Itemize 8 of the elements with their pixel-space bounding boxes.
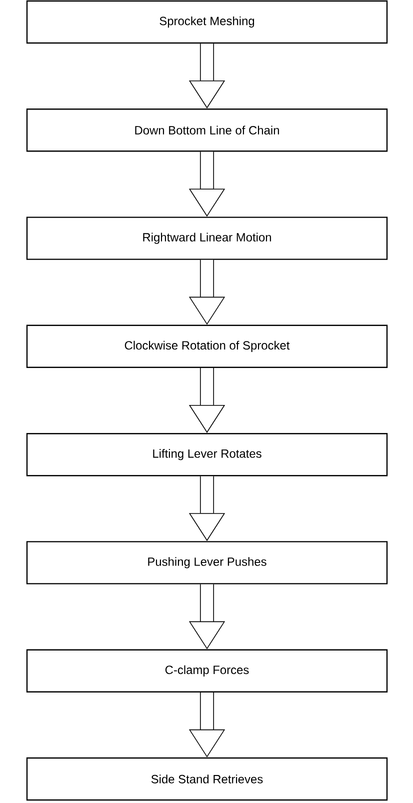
process-box: Down Bottom Line of Chain (26, 108, 388, 152)
process-box: Pushing Lever Pushes (26, 541, 388, 584)
process-box: Lifting Lever Rotates (26, 433, 388, 476)
process-box: Clockwise Rotation of Sprocket (26, 324, 388, 368)
process-box: Sprocket Meshing (26, 0, 388, 44)
process-box: Rightward Linear Motion (26, 216, 388, 260)
process-box: Side Stand Retrieves (26, 757, 388, 801)
process-box: C-clamp Forces (26, 649, 388, 692)
